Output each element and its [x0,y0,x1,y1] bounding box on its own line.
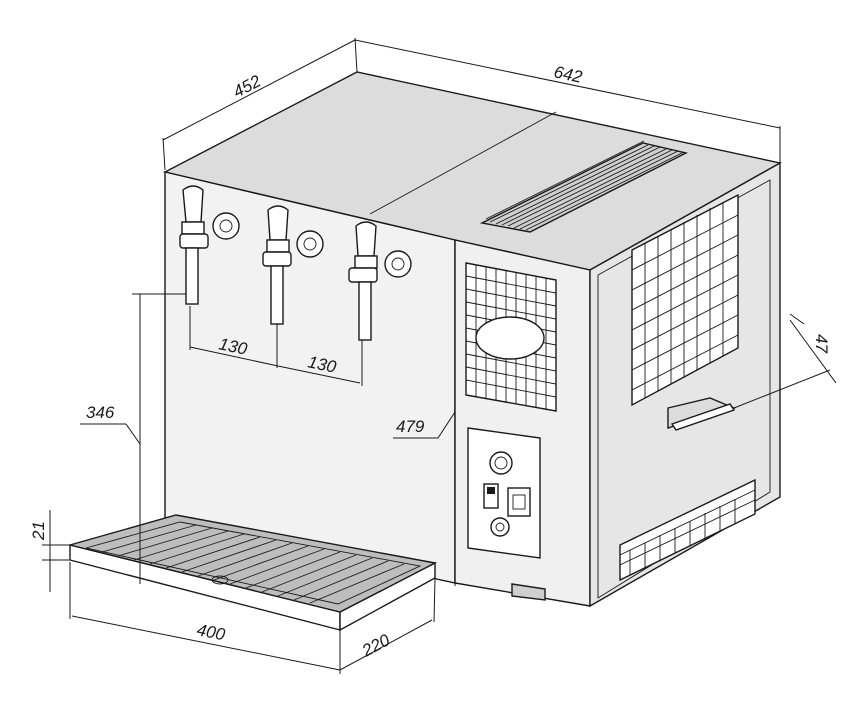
dim-handle-width: 47 [812,334,831,353]
side-handle [667,397,737,431]
top-seam [369,111,557,215]
dim-tray-width: 400 [195,620,227,644]
dim-width: 642 [552,62,584,87]
side-upper-grill [631,193,739,407]
dim-total-height: 479 [396,417,425,436]
beer-tap-icon [179,185,240,305]
side-lower-vent [619,478,756,582]
dimension-lines [42,37,837,674]
control-box [467,427,541,559]
top-vent-grill [479,140,689,233]
front-badge [475,316,545,360]
dim-tray-depth: 220 [358,630,393,661]
front-grill [465,262,557,412]
control-knob-icon [489,451,513,475]
power-socket-icon [507,487,531,517]
dim-depth: 452 [230,71,264,101]
beer-tap-icon [348,221,412,341]
dim-tap-height: 346 [86,403,115,422]
base-foot [511,583,546,601]
beer-tap-icon [262,205,324,325]
dim-tray-height: 21 [29,521,48,541]
drip-tray [67,514,438,632]
